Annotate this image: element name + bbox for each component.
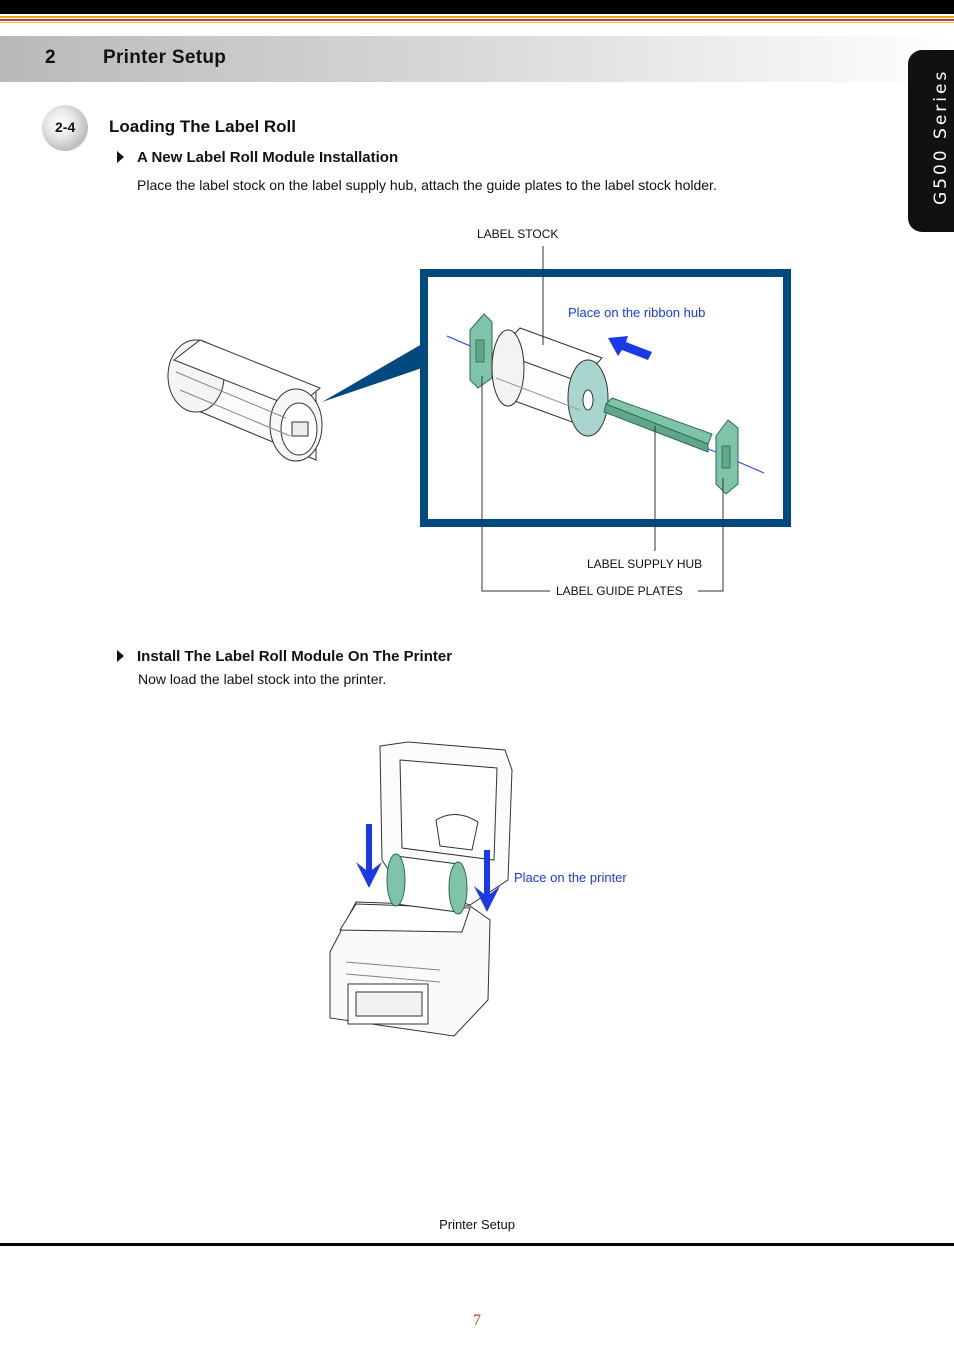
label-roll-module-figure — [167, 246, 791, 592]
subsection-title-install-printer: Install The Label Roll Module On The Pri… — [137, 648, 453, 665]
insert-arrows — [356, 824, 500, 912]
page-number: 7 — [473, 1312, 481, 1329]
series-side-tab — [908, 50, 954, 232]
place-printer-callout: Place on the printer — [514, 870, 627, 885]
chapter-number: 2 — [45, 47, 56, 68]
direction-arrow-icon — [608, 336, 652, 360]
zoom-connector-wedge — [322, 344, 422, 402]
section-number: 2-4 — [55, 119, 76, 135]
top-orange-stripe — [0, 16, 954, 18]
subsection-body-installation: Place the label stock on the label suppl… — [137, 177, 717, 193]
down-arrow-icon — [474, 850, 500, 912]
down-arrow-icon — [356, 824, 382, 888]
subsection-body-install-printer: Now load the label stock into the printe… — [138, 671, 387, 687]
right-guide-plate-illustration — [715, 419, 739, 495]
label-stock-roll-illustration — [491, 327, 609, 437]
footer-rule — [0, 1243, 954, 1246]
footer-label: Printer Setup — [439, 1217, 515, 1232]
label-stock-callout: LABEL STOCK — [477, 227, 559, 241]
supply-hub-callout: LABEL SUPPLY HUB — [587, 557, 703, 571]
printer-illustration — [329, 741, 513, 1037]
guide-plates-callout: LABEL GUIDE PLATES — [556, 584, 683, 598]
assembled-label-roll-illustration — [167, 339, 323, 462]
bullet-triangle-icon — [117, 151, 124, 163]
section-title: Loading The Label Roll — [109, 117, 296, 136]
subsection-title-installation: A New Label Roll Module Installation — [137, 149, 399, 166]
left-guide-plate-illustration — [469, 313, 493, 389]
callout-leader-lines — [481, 246, 724, 592]
label-supply-hub-illustration — [603, 397, 713, 453]
ribbon-hub-callout: Place on the ribbon hub — [568, 305, 706, 320]
printer-installation-figure — [329, 741, 513, 1037]
bullet-triangle-icon — [117, 650, 124, 662]
top-yellow-stripe — [0, 22, 954, 23]
top-black-bar — [0, 0, 954, 14]
top-red-stripe — [0, 19, 954, 21]
chapter-header-band — [0, 36, 954, 82]
chapter-title: Printer Setup — [103, 47, 227, 68]
section-number-badge — [42, 105, 88, 151]
label-roll-insert-illustration — [386, 853, 468, 915]
